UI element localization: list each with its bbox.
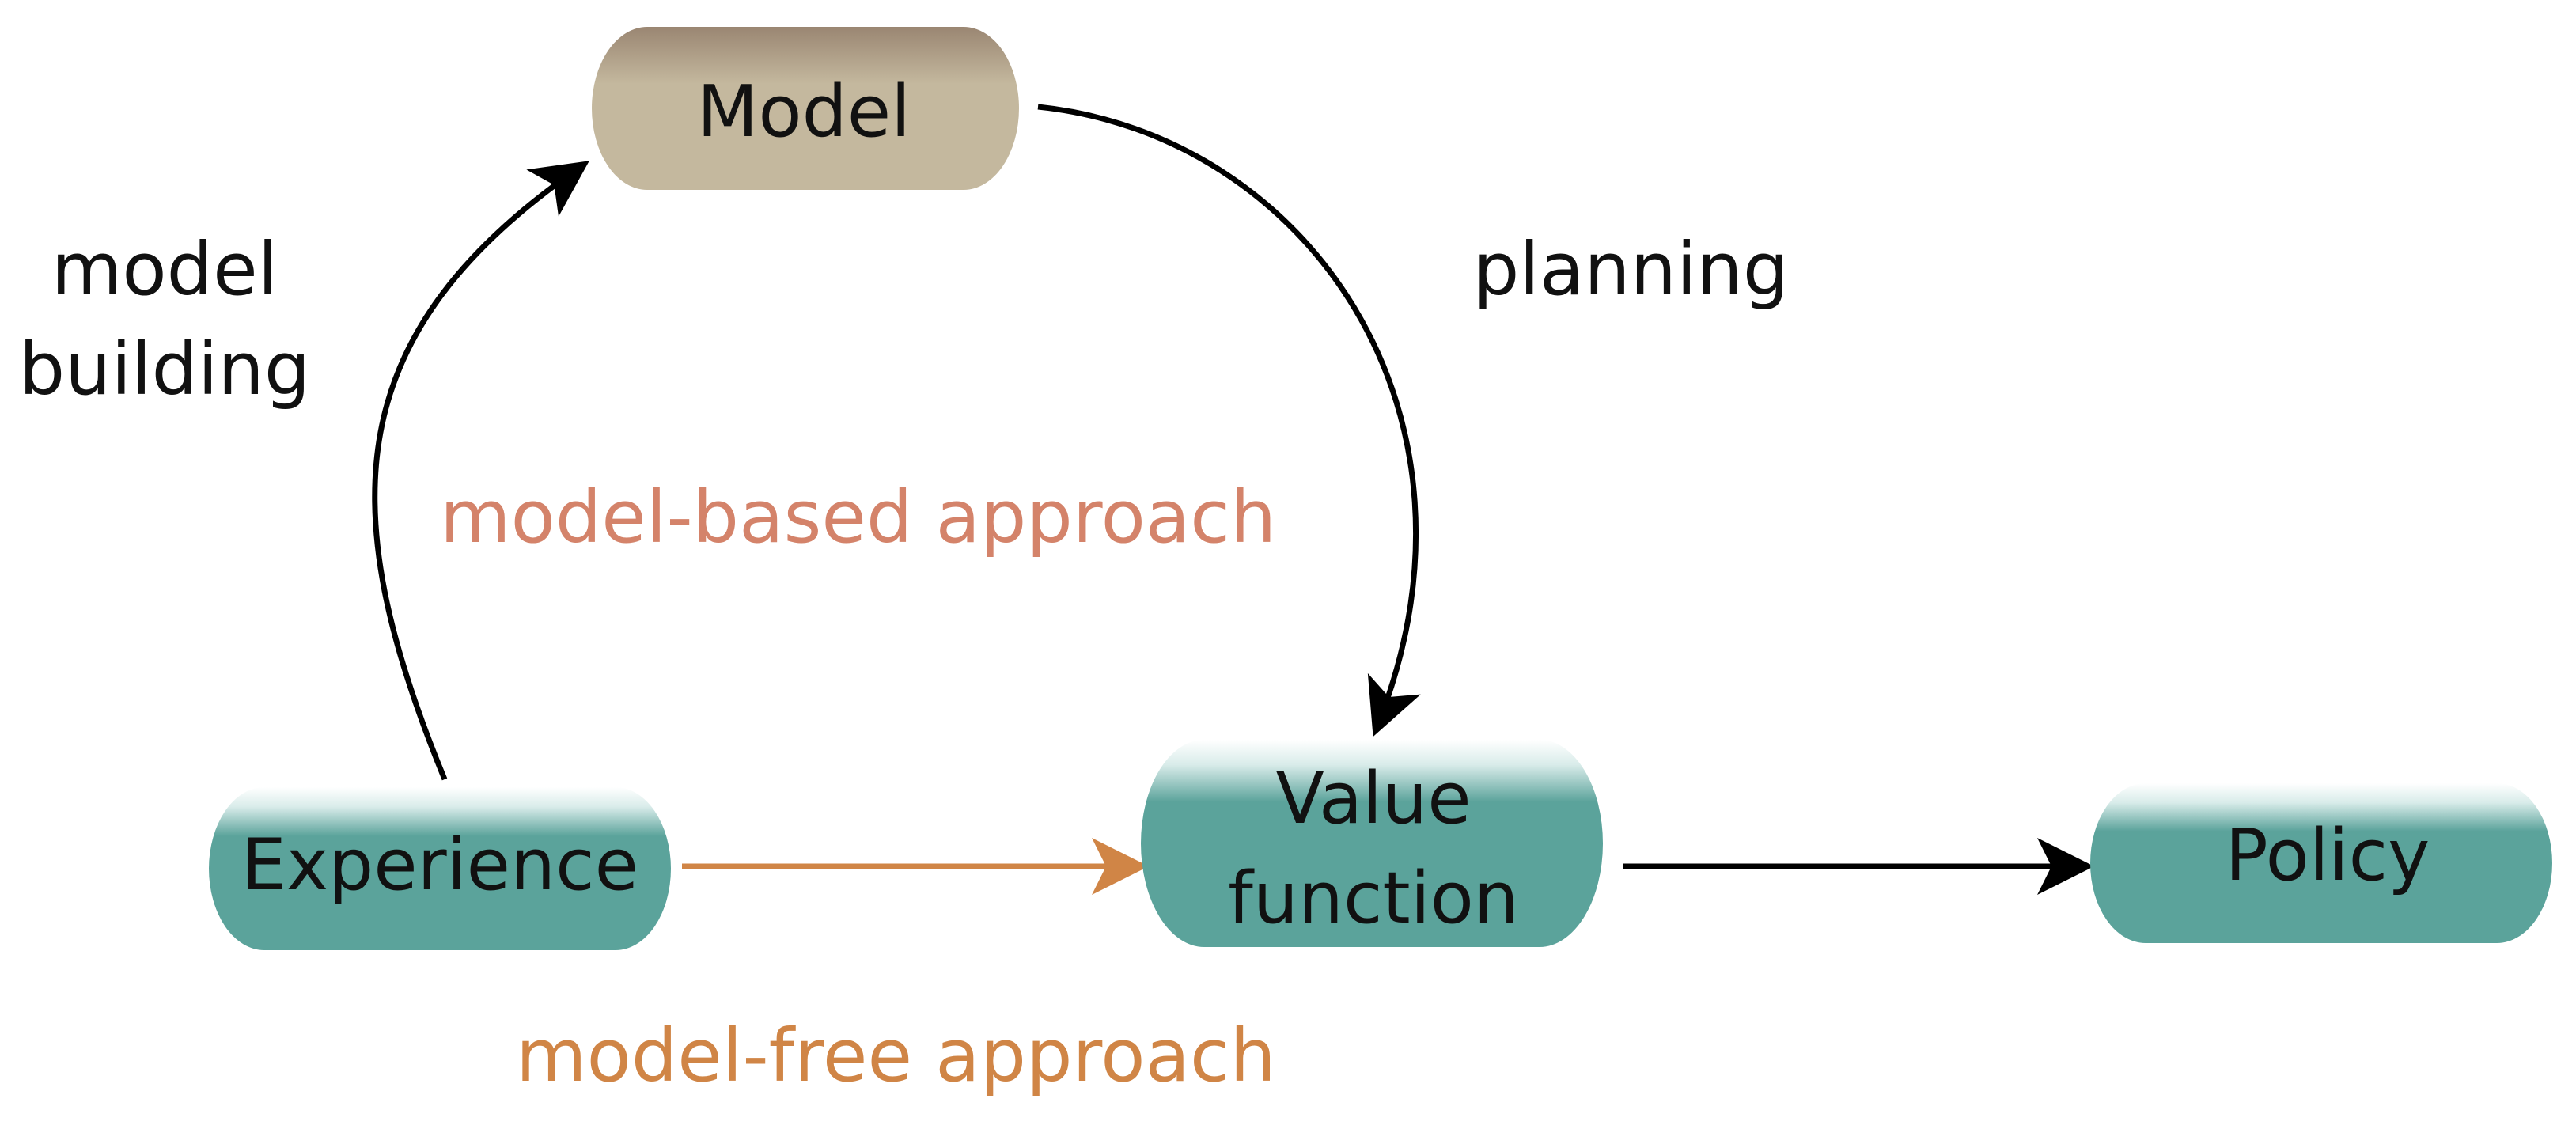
model-building-arrow [372, 161, 589, 781]
policy-node: Policy [2090, 783, 2552, 943]
policy-node-label: Policy [2226, 814, 2430, 897]
model-building-label-line1: model [51, 227, 278, 312]
model-node: Model [592, 27, 1019, 190]
model-free-approach-label: model-free approach [516, 1013, 1276, 1098]
planning-label: planning [1473, 227, 1789, 312]
model-building-label-line2: building [19, 327, 311, 411]
value-function-label-line1: Value [1275, 757, 1471, 840]
value-function-label-line2: function [1228, 857, 1519, 940]
model-node-label: Model [697, 70, 911, 153]
value-function-node: Value function [1141, 740, 1603, 947]
experience-node: Experience [209, 787, 671, 950]
experience-node-label: Experience [241, 824, 638, 907]
model-based-approach-label: model-based approach [440, 475, 1276, 559]
planning-arrow [1037, 104, 1421, 737]
